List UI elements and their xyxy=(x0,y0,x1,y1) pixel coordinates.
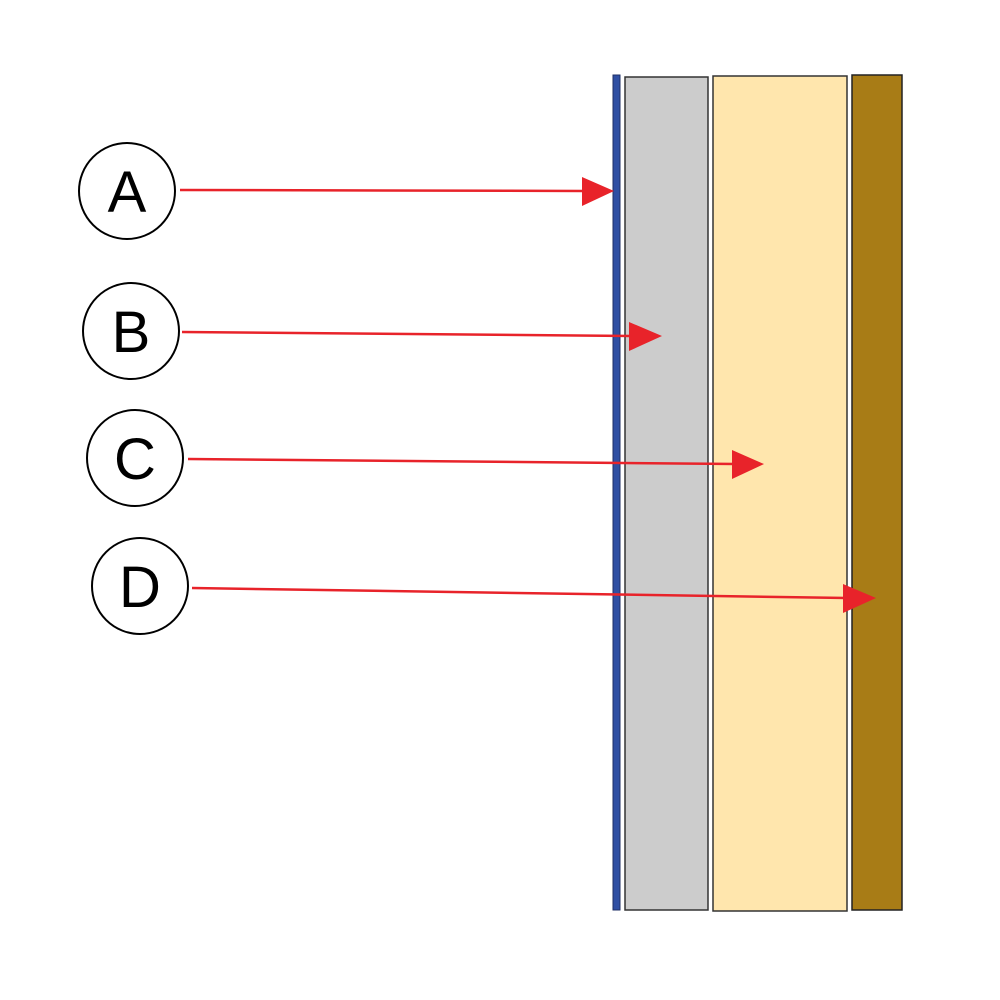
callout-a: A xyxy=(78,142,176,240)
callout-b-letter: B xyxy=(112,300,151,365)
callout-b: B xyxy=(82,282,180,380)
layer-d xyxy=(851,74,903,911)
arrow-b xyxy=(181,322,662,351)
layer-c xyxy=(712,75,848,912)
callout-d: D xyxy=(91,537,189,635)
arrow-d xyxy=(191,584,876,613)
arrow-c xyxy=(187,450,764,479)
callout-a-letter: A xyxy=(108,160,147,225)
layer-a xyxy=(612,74,621,911)
arrow-a xyxy=(179,177,614,206)
callout-c-letter: C xyxy=(114,427,156,492)
callout-d-letter: D xyxy=(119,555,161,620)
callout-c: C xyxy=(86,409,184,507)
layer-b xyxy=(624,76,709,911)
